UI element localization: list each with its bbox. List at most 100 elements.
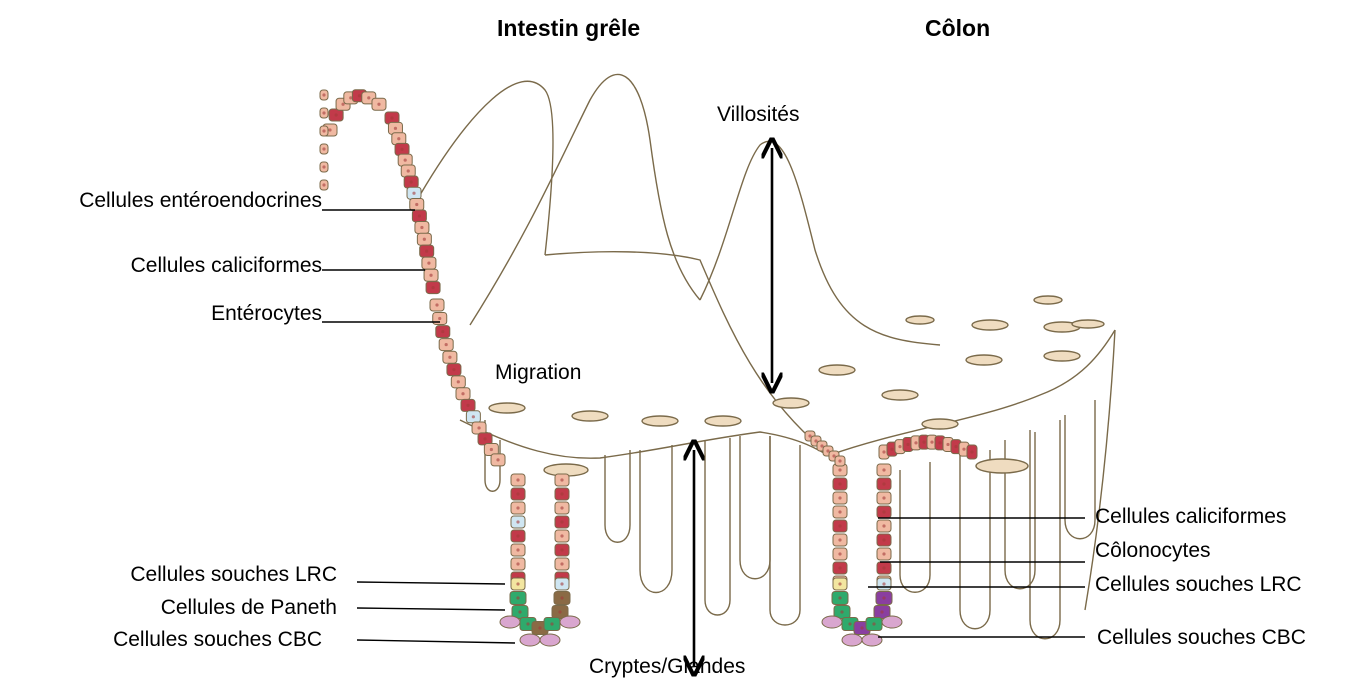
- cell-nucleus: [431, 286, 434, 289]
- cell-nucleus: [457, 380, 460, 383]
- cell-nucleus: [358, 94, 361, 97]
- cell-nucleus: [516, 596, 519, 599]
- cell-nucleus: [322, 129, 325, 132]
- stromal-cell: [540, 634, 560, 646]
- label-cbc-stem-left: Cellules souches CBC: [113, 628, 322, 652]
- cell-nucleus: [418, 214, 421, 217]
- cell-nucleus: [838, 482, 841, 485]
- cell-nucleus: [516, 506, 519, 509]
- cell-nucleus: [490, 448, 493, 451]
- cell-nucleus: [516, 492, 519, 495]
- cell-nucleus: [860, 626, 863, 629]
- cell-nucleus: [970, 450, 973, 453]
- cell-nucleus: [946, 443, 949, 446]
- cell-nucleus: [412, 192, 415, 195]
- label-enterocytes: Entérocytes: [211, 302, 322, 326]
- stromal-cell: [862, 634, 882, 646]
- cell-nucleus: [404, 159, 407, 162]
- cell-nucleus: [438, 317, 441, 320]
- cell-nucleus: [400, 148, 403, 151]
- colon-right-edge: [1085, 330, 1115, 610]
- cell-nucleus: [882, 496, 885, 499]
- cell-nucleus: [838, 538, 841, 541]
- title-colon: Côlon: [925, 16, 990, 40]
- cell-nucleus: [848, 622, 851, 625]
- label-crypts: Cryptes/Glandes: [589, 655, 745, 679]
- cell-nucleus: [882, 524, 885, 527]
- cell-nucleus: [538, 626, 541, 629]
- cell-nucleus: [840, 610, 843, 613]
- colon-surface-outline: [830, 330, 1115, 455]
- cell-nucleus: [838, 510, 841, 513]
- cell-nucleus: [558, 610, 561, 613]
- cell-nucleus: [882, 596, 885, 599]
- cell-nucleus: [560, 534, 563, 537]
- cell-nucleus: [838, 524, 841, 527]
- cell-nucleus: [472, 415, 475, 418]
- label-enteroendocrine-cells: Cellules entéroendocrines: [79, 189, 322, 213]
- cell-nucleus: [435, 303, 438, 306]
- cell-nucleus: [838, 459, 841, 462]
- label-cbc-stem-right: Cellules souches CBC: [1097, 626, 1306, 650]
- cell-nucleus: [322, 183, 325, 186]
- cell-nucleus: [496, 458, 499, 461]
- cell-nucleus: [962, 448, 965, 451]
- cell-nucleus: [461, 392, 464, 395]
- cell-nucleus: [890, 448, 893, 451]
- label-paneth-cells: Cellules de Paneth: [161, 596, 337, 620]
- cell-nucleus: [429, 274, 432, 277]
- cell-nucleus: [922, 441, 925, 444]
- cell-nucleus: [377, 103, 380, 106]
- stromal-cell: [520, 634, 540, 646]
- cell-nucleus: [882, 566, 885, 569]
- cell-nucleus: [516, 548, 519, 551]
- cell-nucleus: [423, 238, 426, 241]
- label-goblet-cells-left: Cellules caliciformes: [131, 254, 322, 278]
- cell-nucleus: [441, 330, 444, 333]
- cell-nucleus: [322, 111, 325, 114]
- cell-nucleus: [452, 368, 455, 371]
- cell-nucleus: [560, 478, 563, 481]
- cell-nucleus: [560, 562, 563, 565]
- cell-nucleus: [445, 343, 448, 346]
- cell-nucleus: [526, 622, 529, 625]
- cell-nucleus: [906, 443, 909, 446]
- cell-nucleus: [898, 445, 901, 448]
- cell-nucleus: [560, 582, 563, 585]
- cell-nucleus: [516, 520, 519, 523]
- cell-nucleus: [477, 426, 480, 429]
- cell-nucleus: [838, 596, 841, 599]
- cell-nucleus: [838, 582, 841, 585]
- cell-nucleus: [427, 262, 430, 265]
- cell-nucleus: [390, 116, 393, 119]
- cell-nucleus: [518, 610, 521, 613]
- stromal-cell: [560, 616, 580, 628]
- cell-nucleus: [550, 622, 553, 625]
- cell-nucleus: [516, 534, 519, 537]
- cell-nucleus: [415, 203, 418, 206]
- label-lrc-stem-left: Cellules souches LRC: [130, 563, 337, 587]
- cell-nucleus: [882, 482, 885, 485]
- crypt-openings: [489, 296, 1104, 476]
- cell-nucleus: [914, 441, 917, 444]
- label-colonocytes: Côlonocytes: [1095, 539, 1211, 563]
- villus-right-outline: [700, 141, 940, 345]
- cell-nucleus: [882, 538, 885, 541]
- villus-middle-outline: [470, 74, 700, 325]
- label-migration: Migration: [495, 361, 581, 385]
- cell-nucleus: [420, 226, 423, 229]
- cell-nucleus: [838, 468, 841, 471]
- cell-nucleus: [882, 450, 885, 453]
- cell-nucleus: [882, 510, 885, 513]
- cell-nucleus: [322, 147, 325, 150]
- cell-nucleus: [838, 496, 841, 499]
- cell-nucleus: [328, 128, 331, 131]
- cell-nucleus: [560, 596, 563, 599]
- cell-nucleus: [954, 445, 957, 448]
- cell-nucleus: [882, 582, 885, 585]
- cell-nucleus: [880, 610, 883, 613]
- cell-nucleus: [882, 468, 885, 471]
- cell-nucleus: [322, 165, 325, 168]
- cell-nucleus: [367, 96, 370, 99]
- label-goblet-cells-right: Cellules caliciformes: [1095, 505, 1286, 529]
